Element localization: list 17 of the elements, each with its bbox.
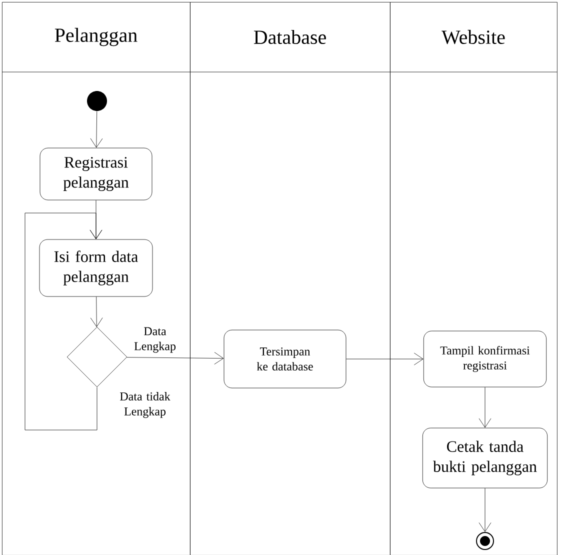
activity-box: Tampil konfirmasi registrasi bbox=[423, 330, 547, 388]
arrow bbox=[126, 352, 224, 364]
activity-box: Cetak tanda bukti pelanggan bbox=[422, 428, 548, 488]
activity-box: Tersimpan ke database bbox=[224, 330, 346, 388]
arrow bbox=[478, 387, 492, 428]
activity-box: Registrasi pelanggan bbox=[40, 148, 152, 200]
decision-diamond bbox=[66, 326, 128, 388]
edge-label: Data Lengkap bbox=[124, 326, 186, 354]
arrow bbox=[478, 488, 492, 532]
arrow bbox=[24, 212, 102, 430]
activity-box: Isi form data pelanggan bbox=[39, 239, 153, 297]
start-node bbox=[87, 91, 107, 111]
arrow bbox=[90, 111, 103, 148]
arrow bbox=[90, 296, 103, 327]
edge-label: Data tidak Lengkap bbox=[114, 391, 176, 419]
end-node bbox=[476, 532, 494, 550]
arrow bbox=[346, 352, 424, 366]
